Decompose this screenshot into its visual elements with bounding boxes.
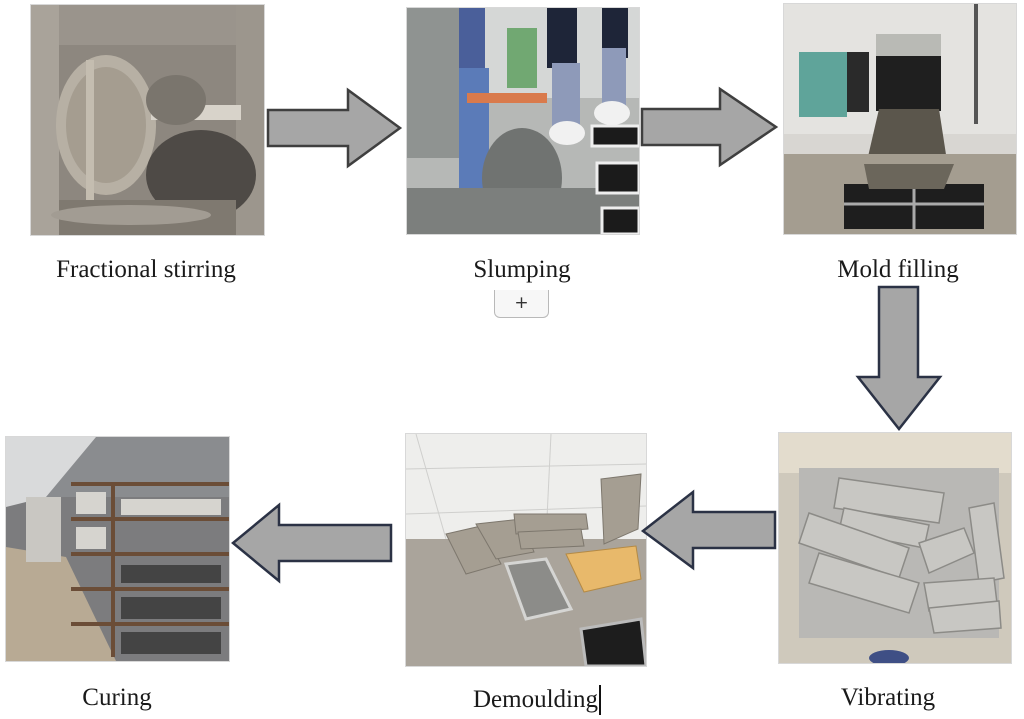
mold-filling-machine-image (784, 4, 1016, 234)
vibrating-table-image (779, 433, 1011, 663)
arrow-stirring-to-slumping (266, 87, 403, 169)
add-button[interactable]: + (494, 290, 549, 318)
text-cursor (599, 685, 601, 715)
arrow-vibrating-to-demoulding (640, 489, 777, 571)
curing-room-image (6, 437, 229, 661)
left-arrow-icon (640, 489, 777, 571)
curing-photo (5, 436, 230, 662)
left-arrow-icon (231, 502, 393, 584)
step-label-mold-filling: Mold filling (837, 256, 959, 283)
step-label-slumping: Slumping (473, 256, 571, 283)
arrow-demoulding-to-curing (231, 502, 393, 584)
fractional-stirring-photo (30, 4, 265, 236)
step-label-demoulding[interactable]: Demoulding (473, 686, 598, 713)
down-arrow-icon (855, 285, 943, 432)
mold-filling-photo (783, 3, 1017, 235)
right-arrow-icon (266, 87, 403, 169)
plus-icon: + (514, 293, 529, 313)
step-label-fractional-stirring: Fractional stirring (56, 256, 236, 283)
step-label-curing: Curing (82, 684, 152, 711)
arrow-slumping-to-mold-filling (640, 86, 779, 168)
step-label-vibrating: Vibrating (840, 684, 936, 711)
step-label-demoulding-wrapper[interactable]: Demoulding (473, 685, 601, 715)
slumping-photo (406, 7, 640, 235)
demoulded-specimens-image (406, 434, 646, 666)
arrow-mold-filling-to-vibrating (855, 285, 943, 432)
demoulding-photo (405, 433, 647, 667)
slump-test-image (407, 8, 639, 234)
mixer-drum-image (31, 5, 264, 235)
vibrating-photo (778, 432, 1012, 664)
right-arrow-icon (640, 86, 779, 168)
